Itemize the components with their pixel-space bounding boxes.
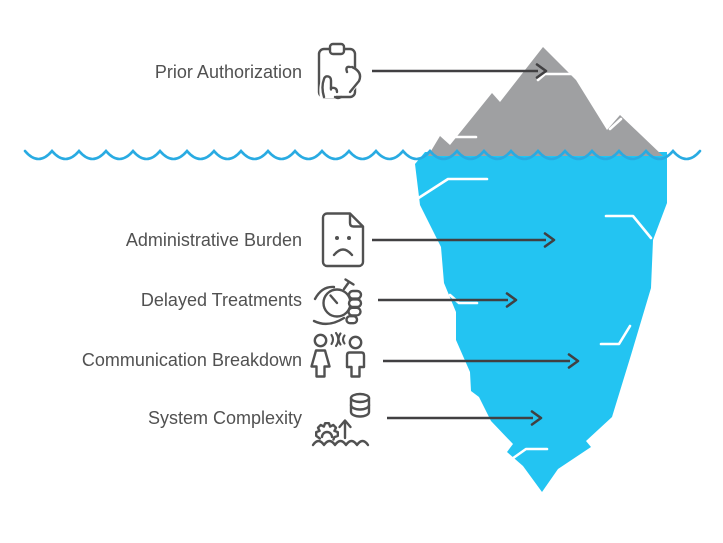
label-administrative-burden: Administrative Burden xyxy=(125,230,302,250)
sad-document-icon xyxy=(317,210,371,275)
iceberg-below-water xyxy=(415,152,667,492)
ice-cracks-below xyxy=(415,177,653,463)
hand-stopwatch-icon xyxy=(308,272,374,333)
connector-arrows xyxy=(372,63,580,426)
label-system-complexity: System Complexity xyxy=(147,408,302,428)
label-communication-breakdown: Communication Breakdown xyxy=(81,350,302,370)
people-communication-icon xyxy=(306,331,372,394)
waterline xyxy=(23,148,702,161)
clipboard-signature-icon xyxy=(302,40,374,111)
iceberg-above-water xyxy=(428,47,663,156)
gear-database-icon xyxy=(311,388,377,457)
label-prior-authorization: Prior Authorization xyxy=(154,62,302,82)
label-delayed-treatments: Delayed Treatments xyxy=(140,290,302,310)
